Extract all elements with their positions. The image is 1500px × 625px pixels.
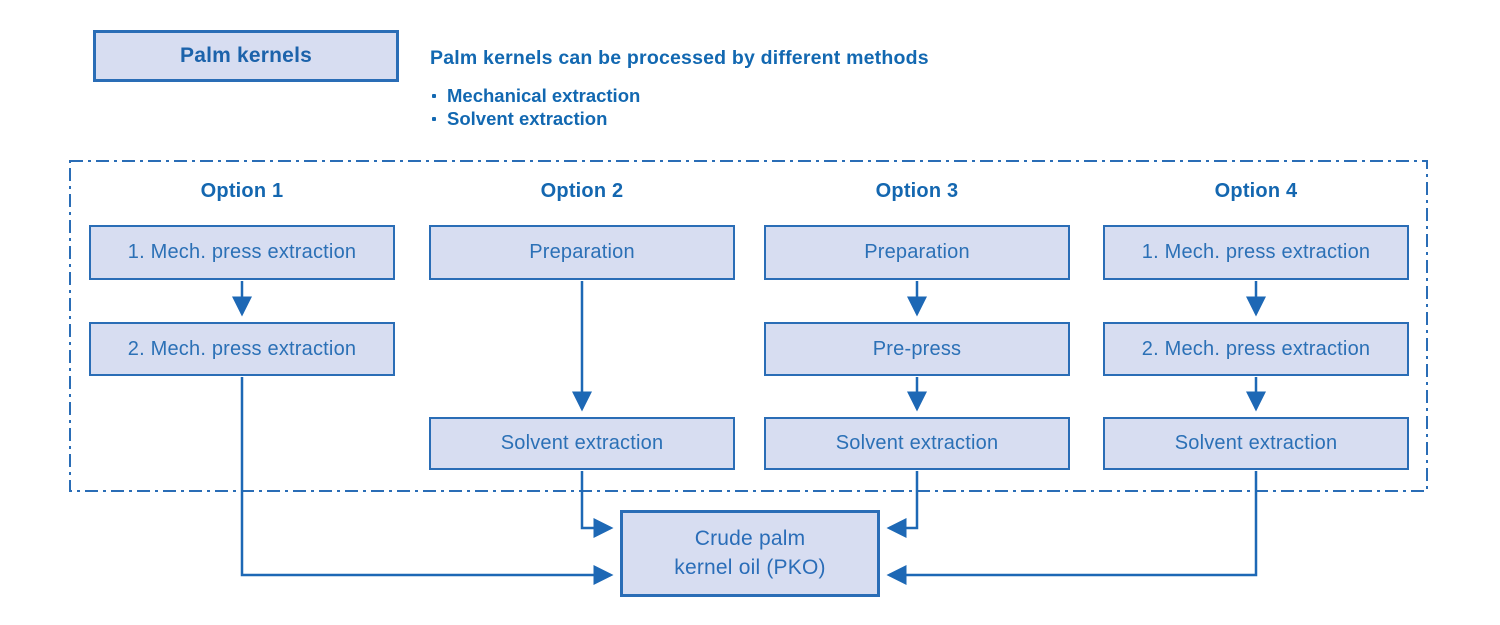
option3-title: Option 3 bbox=[875, 179, 959, 202]
option1-title: Option 1 bbox=[200, 179, 284, 202]
option4-step1-box: 1. Mech. press extraction bbox=[1103, 225, 1409, 280]
option4-title: Option 4 bbox=[1214, 179, 1298, 202]
crude-palm-kernel-oil-box: Crude palm kernel oil (PKO) bbox=[620, 510, 880, 597]
bullet-label: Solvent extraction bbox=[447, 108, 608, 129]
intro-heading: Palm kernels can be processed by differe… bbox=[430, 47, 929, 69]
bullet-dot-icon bbox=[432, 94, 436, 98]
option2-step2-box: Solvent extraction bbox=[429, 417, 735, 470]
option3-step1-box: Preparation bbox=[764, 225, 1070, 280]
option1-step2-box: 2. Mech. press extraction bbox=[89, 322, 395, 376]
option4-step3-box: Solvent extraction bbox=[1103, 417, 1409, 470]
bullet-item-solvent: Solvent extraction bbox=[432, 108, 607, 130]
option3-step2-box: Pre-press bbox=[764, 322, 1070, 376]
output-label-line1: Crude palm bbox=[694, 526, 806, 550]
palm-kernels-box: Palm kernels bbox=[93, 30, 399, 82]
option2-step1-box: Preparation bbox=[429, 225, 735, 280]
option1-step1-box: 1. Mech. press extraction bbox=[89, 225, 395, 280]
bullet-dot-icon bbox=[432, 117, 436, 121]
bullet-item-mechanical: Mechanical extraction bbox=[432, 85, 640, 107]
option2-title: Option 2 bbox=[540, 179, 624, 202]
output-label-line2: kernel oil (PKO) bbox=[674, 555, 826, 579]
option4-step2-box: 2. Mech. press extraction bbox=[1103, 322, 1409, 376]
bullet-label: Mechanical extraction bbox=[447, 85, 641, 106]
option3-step3-box: Solvent extraction bbox=[764, 417, 1070, 470]
